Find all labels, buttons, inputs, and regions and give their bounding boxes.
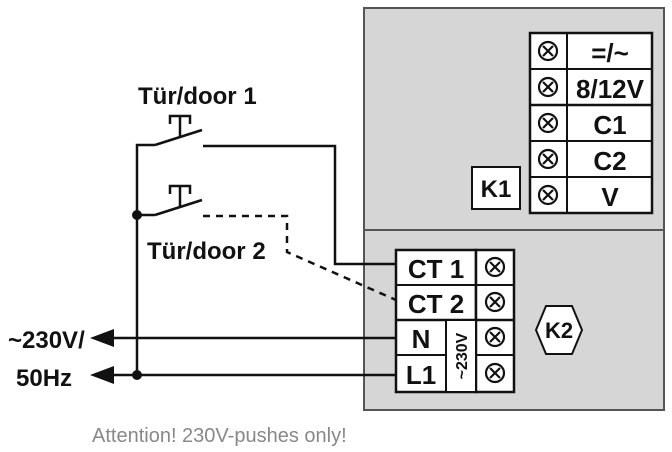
door1-wire-left [135, 143, 155, 375]
screw-icon [484, 326, 506, 348]
push-button-icon [168, 114, 192, 137]
door1-wire-right [203, 144, 396, 266]
screw-icon [484, 362, 506, 384]
k1-terminal-label: C1 [593, 110, 626, 140]
k1-screw-icons [537, 40, 559, 206]
screw-icon [484, 291, 506, 313]
junction-dot [132, 370, 142, 380]
door2-label: Tür/door 2 [147, 238, 266, 265]
k2-terminal-label: N [412, 324, 431, 354]
k1-terminal-label: =/~ [591, 38, 629, 68]
arrow-left-icon [90, 329, 114, 347]
k1-terminal-label: C2 [593, 146, 626, 176]
screw-icon [537, 112, 559, 134]
k2-terminal-label: L1 [406, 360, 436, 390]
supply-frequency-label: 50Hz [16, 365, 72, 392]
arrow-left-icon [90, 366, 114, 384]
k1-badge-frame [471, 166, 521, 210]
k2-terminal-label: CT 2 [408, 289, 464, 319]
attention-note: Attention! 230V-pushes only! [92, 425, 347, 447]
screw-icon [484, 256, 506, 278]
k1-badge: K1 [481, 176, 512, 203]
door1-label: Tür/door 1 [138, 83, 257, 110]
push-button-icons [168, 114, 192, 207]
screw-icon [537, 148, 559, 170]
door2-switch-blade [154, 198, 203, 217]
supply-voltage-label: ~230V/ [8, 327, 85, 354]
k2-screw-icons [484, 256, 506, 384]
k1-terminal-label: V [601, 182, 619, 212]
screw-icon [537, 40, 559, 62]
junction-dot [132, 210, 142, 220]
push-button-icon [168, 184, 192, 207]
k2-badge: K2 [545, 318, 573, 343]
wires [108, 128, 396, 377]
k2-terminal-block [394, 248, 516, 394]
k2-voltage-label: ~230V [454, 332, 471, 379]
k2-terminal-label: CT 1 [408, 254, 464, 284]
screw-icon [537, 76, 559, 98]
screw-icon [537, 184, 559, 206]
door1-switch-blade [154, 128, 203, 147]
door2-dashed-wire [203, 214, 397, 302]
k2-badge-frame [534, 305, 584, 355]
k1-terminal-label: 8/12V [576, 74, 645, 104]
